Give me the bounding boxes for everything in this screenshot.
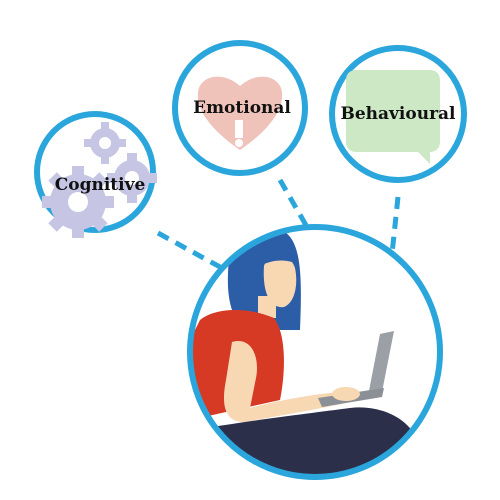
- speech-bubble-icon: [346, 70, 440, 164]
- exclamation-bar: [235, 120, 243, 138]
- cognitive-node: Cognitive: [34, 111, 157, 238]
- gears-icon: [42, 122, 157, 238]
- exclamation-dot: [235, 139, 243, 147]
- label-behavioural: Behavioural: [340, 104, 456, 124]
- face: [263, 254, 297, 308]
- arm: [223, 340, 342, 422]
- label-emotional: Emotional: [193, 98, 291, 118]
- emotional-node: Emotional: [172, 40, 308, 176]
- label-cognitive: Cognitive: [55, 175, 146, 195]
- laptop-screen: [368, 331, 394, 396]
- central-circle: [187, 224, 443, 480]
- hair-fringe: [244, 239, 292, 274]
- hand: [332, 387, 360, 401]
- behavioural-node: Behavioural: [329, 45, 467, 183]
- broken-heart-icon: [197, 76, 283, 150]
- connector-emotional: [277, 178, 378, 347]
